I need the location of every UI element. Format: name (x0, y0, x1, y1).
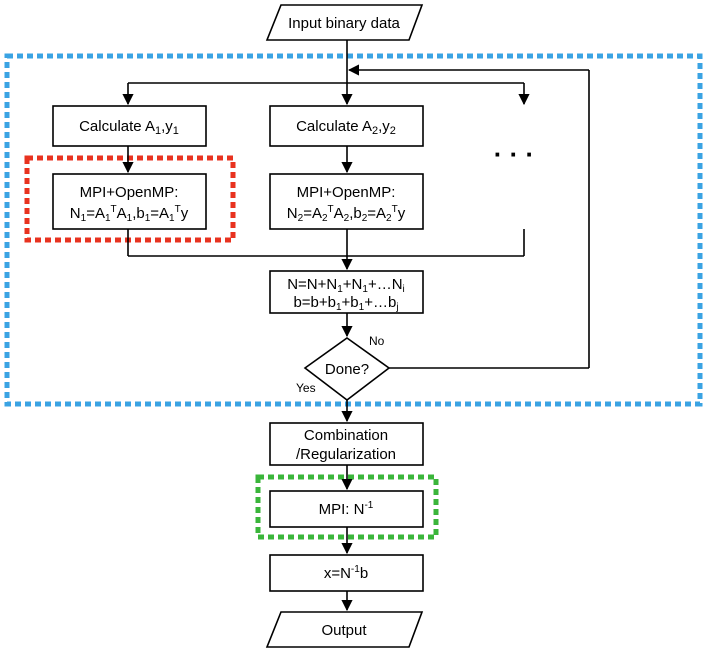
mpi-openmp-node-2: MPI+OpenMP: N2=A2TA2,b2=A2Ty (269, 173, 424, 230)
calc-node-2-label: Calculate A2,y2 (296, 118, 396, 137)
inverse-node: MPI: N-1 (269, 490, 424, 528)
more-nodes-ellipsis: · · · (494, 139, 534, 169)
mpi-openmp-highlight-frame (24, 155, 236, 243)
mpi-openmp-node-2-title: MPI+OpenMP: (297, 184, 396, 201)
combination-label-line2: /Regularization (296, 446, 396, 463)
mpi-openmp-node-1: MPI+OpenMP: N1=A1TA1,b1=A1Ty (52, 173, 207, 230)
combination-node: Combination /Regularization (269, 422, 424, 466)
accumulate-b-formula: b=b+b1+b1+…bj (293, 294, 398, 313)
decision-label: Done? (325, 361, 369, 378)
calc-node-1-label: Calculate A1,y1 (79, 118, 179, 137)
mpi-openmp-node-1-title: MPI+OpenMP: (80, 184, 179, 201)
input-label: Input binary data (288, 15, 400, 32)
output-node: Output (265, 611, 424, 648)
calc-node-1: Calculate A1,y1 (52, 105, 207, 147)
mpi-inverse-highlight-frame (255, 474, 439, 540)
no-branch-label: No (369, 334, 385, 348)
solve-label: x=N-1b (324, 564, 368, 582)
calc-node-2: Calculate A2,y2 (269, 105, 424, 147)
connectors (122, 40, 590, 612)
yes-branch-label: Yes (296, 381, 316, 395)
accumulate-node: N=N+N1+N1+…Ni b=b+b1+b1+…bj (269, 270, 424, 314)
combination-label-line1: Combination (304, 427, 388, 444)
accumulate-n-formula: N=N+N1+N1+…Ni (287, 276, 405, 295)
mpi-openmp-node-2-formula: N2=A2TA2,b2=A2Ty (287, 204, 406, 224)
input-node: Input binary data (265, 4, 424, 41)
solve-node: x=N-1b (269, 554, 424, 592)
mpi-openmp-node-1-formula: N1=A1TA1,b1=A1Ty (70, 204, 189, 224)
decision-node: Done? (303, 337, 391, 402)
inverse-label: MPI: N-1 (319, 500, 374, 518)
output-label: Output (321, 622, 367, 639)
